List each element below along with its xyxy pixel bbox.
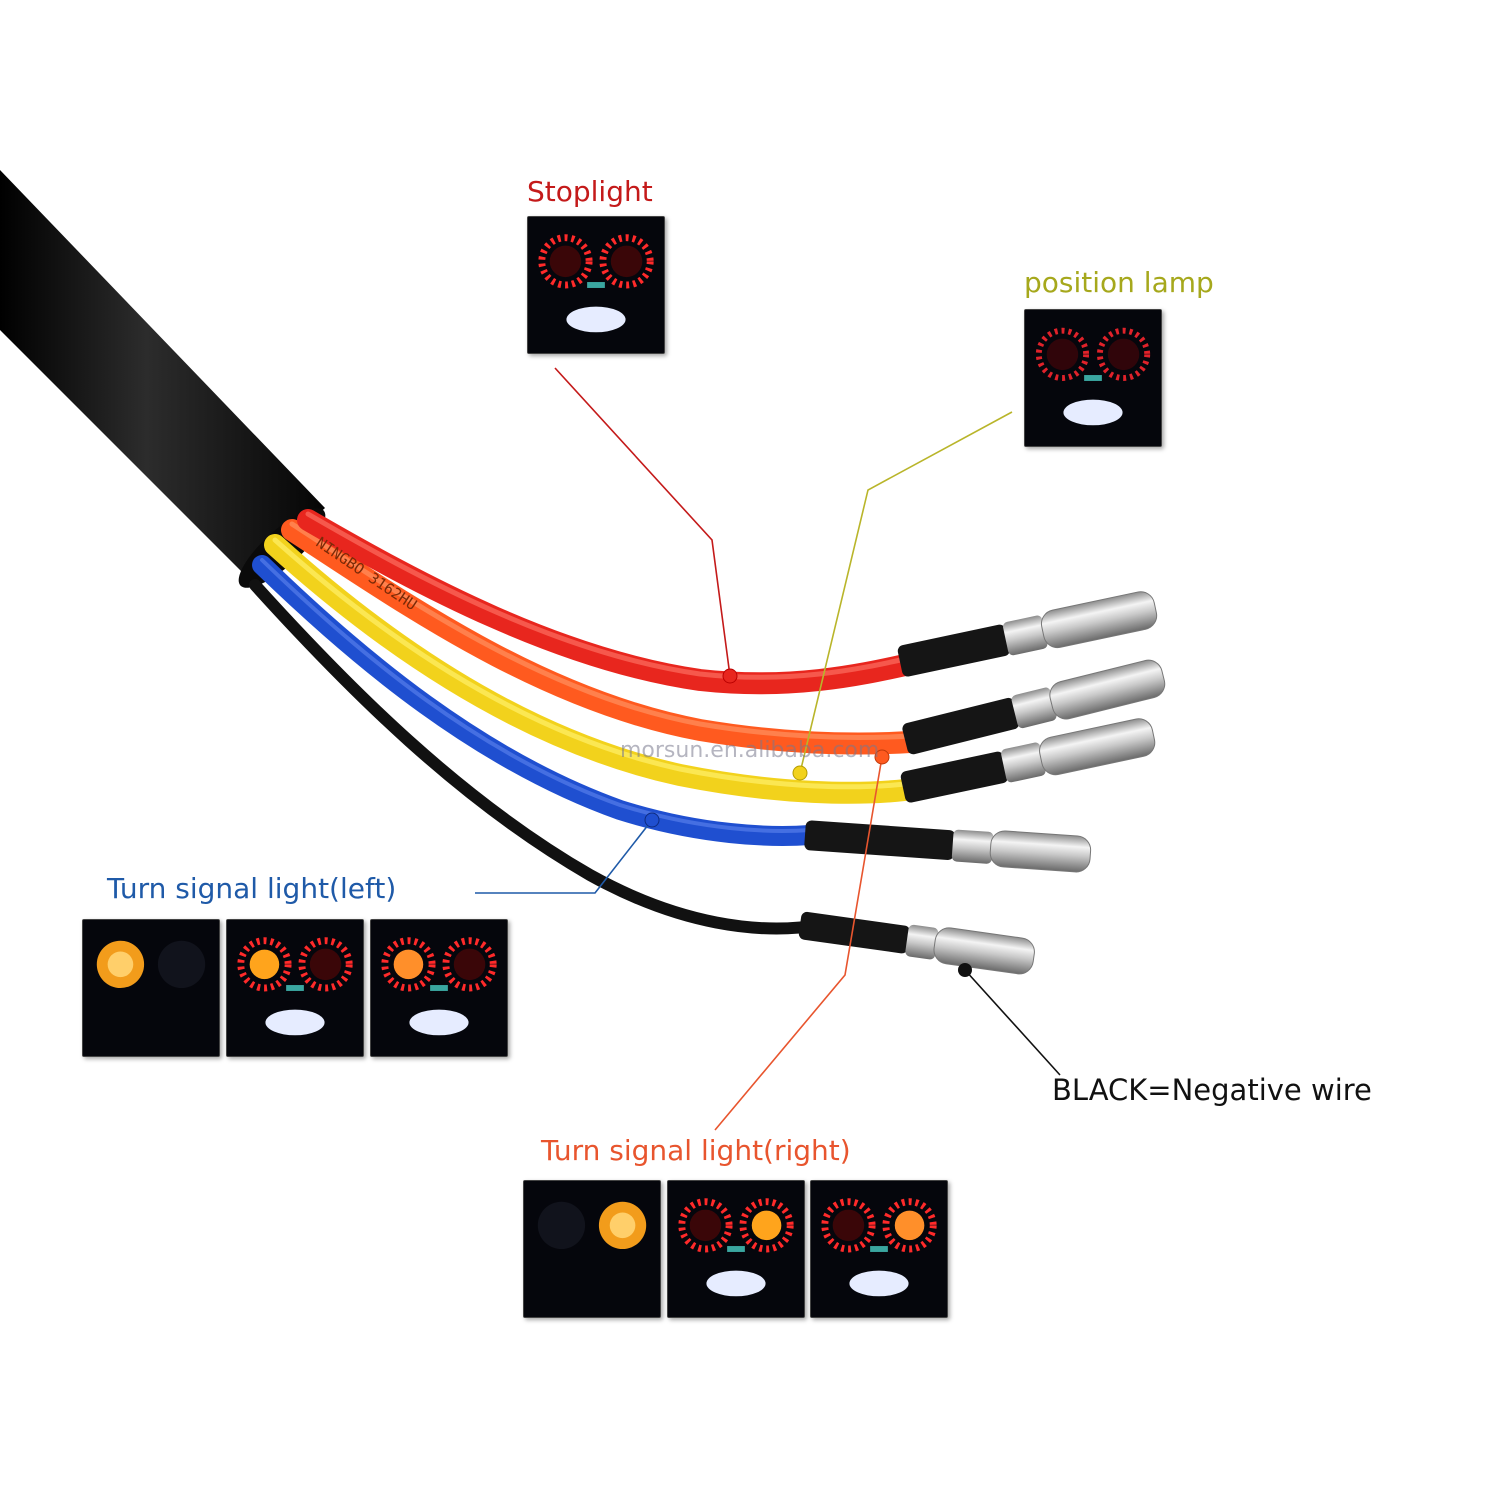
tail-lamp-photo-icon <box>371 920 507 1056</box>
orange-wire <box>281 519 921 755</box>
stoplight-photo <box>527 216 665 354</box>
blue-wire <box>252 555 820 846</box>
position-lamp-leader <box>799 411 1013 774</box>
negative-leader <box>964 969 1061 1076</box>
leader-lines <box>475 367 1061 1131</box>
yellow-connector <box>900 718 1156 803</box>
turn-left-leader <box>475 819 653 894</box>
connectors <box>798 591 1166 975</box>
negative-wire-label: BLACK=Negative wire <box>1052 1073 1372 1107</box>
turn-right-photo-2 <box>667 1180 805 1318</box>
turn-left-photo-3 <box>370 919 508 1057</box>
position-lamp-label: position lamp <box>1024 266 1214 299</box>
tail-lamp-photo-icon <box>524 1181 660 1317</box>
tail-lamp-photo-icon <box>811 1181 947 1317</box>
tail-lamp-photo-icon <box>668 1181 804 1317</box>
turn-signal-left-label: Turn signal light(left) <box>107 872 397 905</box>
red-wire <box>297 509 916 695</box>
black-connector <box>798 911 1035 975</box>
turn-signal-right-label: Turn signal light(right) <box>541 1134 851 1167</box>
red-connector <box>897 591 1158 677</box>
yellow-wire <box>264 534 916 804</box>
stoplight-leader <box>554 367 731 677</box>
turn-right-leader <box>714 756 883 1131</box>
wires <box>249 509 921 935</box>
black-wire <box>249 579 826 935</box>
tail-lamp-photo-icon <box>83 920 219 1056</box>
tail-lamp-photo-icon <box>528 217 664 353</box>
position-lamp-photo <box>1024 309 1162 447</box>
orange-connector <box>902 659 1166 755</box>
turn-left-photo-1 <box>82 919 220 1057</box>
turn-right-photo-1 <box>523 1180 661 1318</box>
tail-lamp-photo-icon <box>227 920 363 1056</box>
stoplight-label: Stoplight <box>527 175 653 208</box>
turn-left-photo-2 <box>226 919 364 1057</box>
watermark: morsun.en.alibaba.com <box>620 738 880 763</box>
leader-dots <box>644 668 972 977</box>
tail-lamp-photo-icon <box>1025 310 1161 446</box>
blue-connector <box>804 820 1092 873</box>
turn-right-photo-3 <box>810 1180 948 1318</box>
